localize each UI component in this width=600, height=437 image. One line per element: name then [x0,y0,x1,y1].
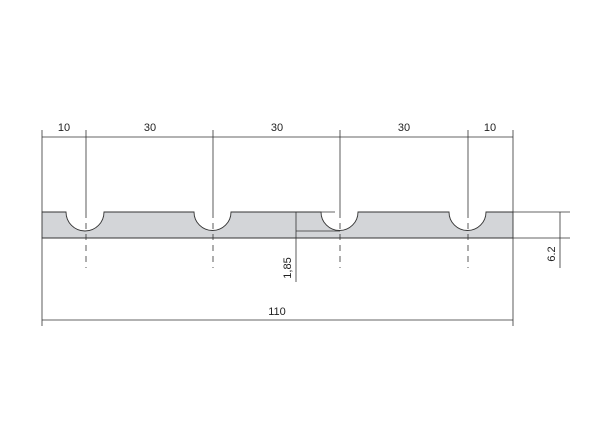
dim-top-5: 10 [484,122,496,134]
groove-depth-dimension: 1,85 [282,211,340,282]
top-dimension-chain: 10 30 30 30 10 [41,122,514,212]
thickness-dimension: 6.2 [513,211,570,268]
dim-top-4: 30 [398,122,410,134]
dim-overall: 110 [268,306,286,318]
dim-thickness: 6.2 [546,246,558,261]
dim-top-2: 30 [144,122,156,134]
dim-top-1: 10 [58,122,70,134]
overall-length-dimension: 110 [41,238,514,326]
groove-centerlines [85,137,469,268]
dim-top-3: 30 [271,122,283,134]
dim-groove-depth: 1,85 [282,257,294,278]
part-profile [41,211,514,239]
